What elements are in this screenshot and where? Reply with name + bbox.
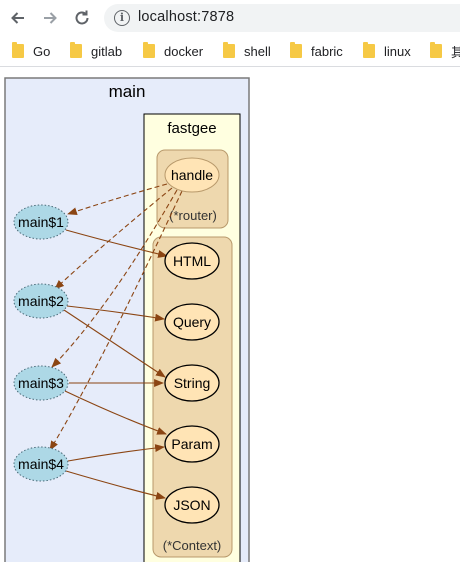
address-bar[interactable]: i localhost:7878	[104, 4, 460, 32]
reload-icon[interactable]	[70, 6, 94, 30]
bookmark-label: docker	[164, 43, 204, 59]
node-query-label: Query	[173, 314, 211, 330]
context-cluster-label: (*Context)	[163, 538, 222, 553]
node-html-label: HTML	[173, 253, 211, 269]
edge-main4-json	[65, 470, 166, 500]
node-param[interactable]	[164, 425, 220, 463]
bookmark-shell[interactable]: shell	[223, 42, 271, 60]
folder-icon	[143, 42, 155, 58]
node-main3-label: main$3	[18, 375, 64, 391]
node-param-label: Param	[171, 436, 212, 452]
edge-handle-main4	[49, 190, 183, 451]
call-graph: main fastgee (*router) (*Context) handle…	[4, 77, 250, 562]
bookmark-label: shell	[244, 43, 271, 59]
node-json-label: JSON	[173, 497, 210, 513]
edge-main3-param	[64, 390, 167, 435]
folder-icon	[290, 42, 302, 58]
edge-handle-main1	[67, 183, 168, 215]
node-string[interactable]	[164, 364, 220, 402]
arrow-left-icon[interactable]	[6, 6, 30, 30]
node-handle[interactable]	[164, 157, 220, 193]
node-json[interactable]	[164, 486, 220, 524]
node-main4[interactable]	[13, 446, 69, 482]
node-main1[interactable]	[13, 204, 69, 240]
main-cluster-label: main	[109, 82, 146, 101]
bookmark-fabric[interactable]: fabric	[290, 42, 343, 60]
bookmark-docker[interactable]: docker	[143, 42, 203, 60]
bookmark-label: 其	[451, 44, 460, 60]
folder-icon	[223, 42, 235, 58]
node-main2-label: main$2	[18, 293, 64, 309]
bookmark-linux[interactable]: linux	[363, 42, 411, 60]
browser-toolbar: i localhost:7878	[0, 0, 460, 36]
arrow-right-icon[interactable]	[38, 6, 62, 30]
edge-main2-string	[63, 309, 166, 378]
folder-icon	[430, 42, 442, 58]
bookmark-label: fabric	[311, 43, 343, 59]
bookmark-label: Go	[33, 43, 51, 59]
node-main2[interactable]	[13, 283, 69, 319]
bookmark-go[interactable]: Go	[12, 42, 50, 60]
bookmarks-bar: Go gitlab docker shell fabric linux 其	[0, 36, 460, 67]
bookmark-gitlab[interactable]: gitlab	[70, 42, 122, 60]
folder-icon	[363, 42, 375, 58]
folder-icon	[12, 42, 24, 58]
node-main4-label: main$4	[18, 456, 64, 472]
node-main3[interactable]	[13, 365, 69, 401]
edge-main1-html	[65, 229, 168, 258]
node-query[interactable]	[164, 303, 220, 341]
edge-main2-query	[66, 305, 165, 322]
url-text: localhost:7878	[138, 9, 235, 25]
folder-icon	[70, 42, 82, 58]
info-icon[interactable]: i	[114, 10, 130, 26]
edge-handle-main2	[54, 187, 173, 290]
edge-main4-param	[67, 444, 165, 462]
edge-handle-main3	[51, 189, 178, 368]
bookmark-label: gitlab	[91, 43, 123, 59]
bookmark-label: linux	[384, 43, 411, 59]
node-string-label: String	[174, 375, 211, 391]
node-handle-label: handle	[171, 167, 213, 183]
node-main1-label: main$1	[18, 214, 64, 230]
fastgee-cluster-label: fastgee	[167, 120, 216, 137]
node-html[interactable]	[164, 242, 220, 280]
router-cluster-label: (*router)	[169, 208, 217, 223]
bookmark-other[interactable]: 其	[430, 42, 460, 60]
